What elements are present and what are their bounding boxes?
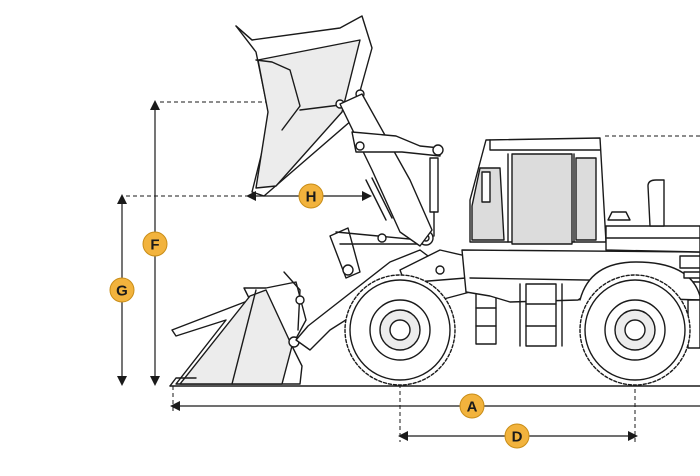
- dimension-badge-d: D: [504, 423, 530, 449]
- dimension-label-a: A: [467, 399, 478, 416]
- rear-wheel: [579, 274, 691, 386]
- front-wheel: [344, 274, 456, 386]
- dimension-label-g: G: [116, 283, 128, 300]
- dimension-badge-f: F: [142, 231, 168, 257]
- dimension-badge-h: H: [298, 183, 324, 209]
- dimension-badge-a: A: [459, 393, 485, 419]
- dimension-label-f: F: [150, 237, 159, 254]
- dimension-label-h: H: [306, 189, 317, 206]
- dimension-label-d: D: [512, 429, 523, 446]
- dimension-a-arrow: [170, 401, 700, 411]
- lowered-bucket: [169, 271, 307, 387]
- dimension-badge-g: G: [109, 277, 135, 303]
- raised-bucket: [235, 15, 373, 197]
- raised-lift-arm: [339, 93, 444, 247]
